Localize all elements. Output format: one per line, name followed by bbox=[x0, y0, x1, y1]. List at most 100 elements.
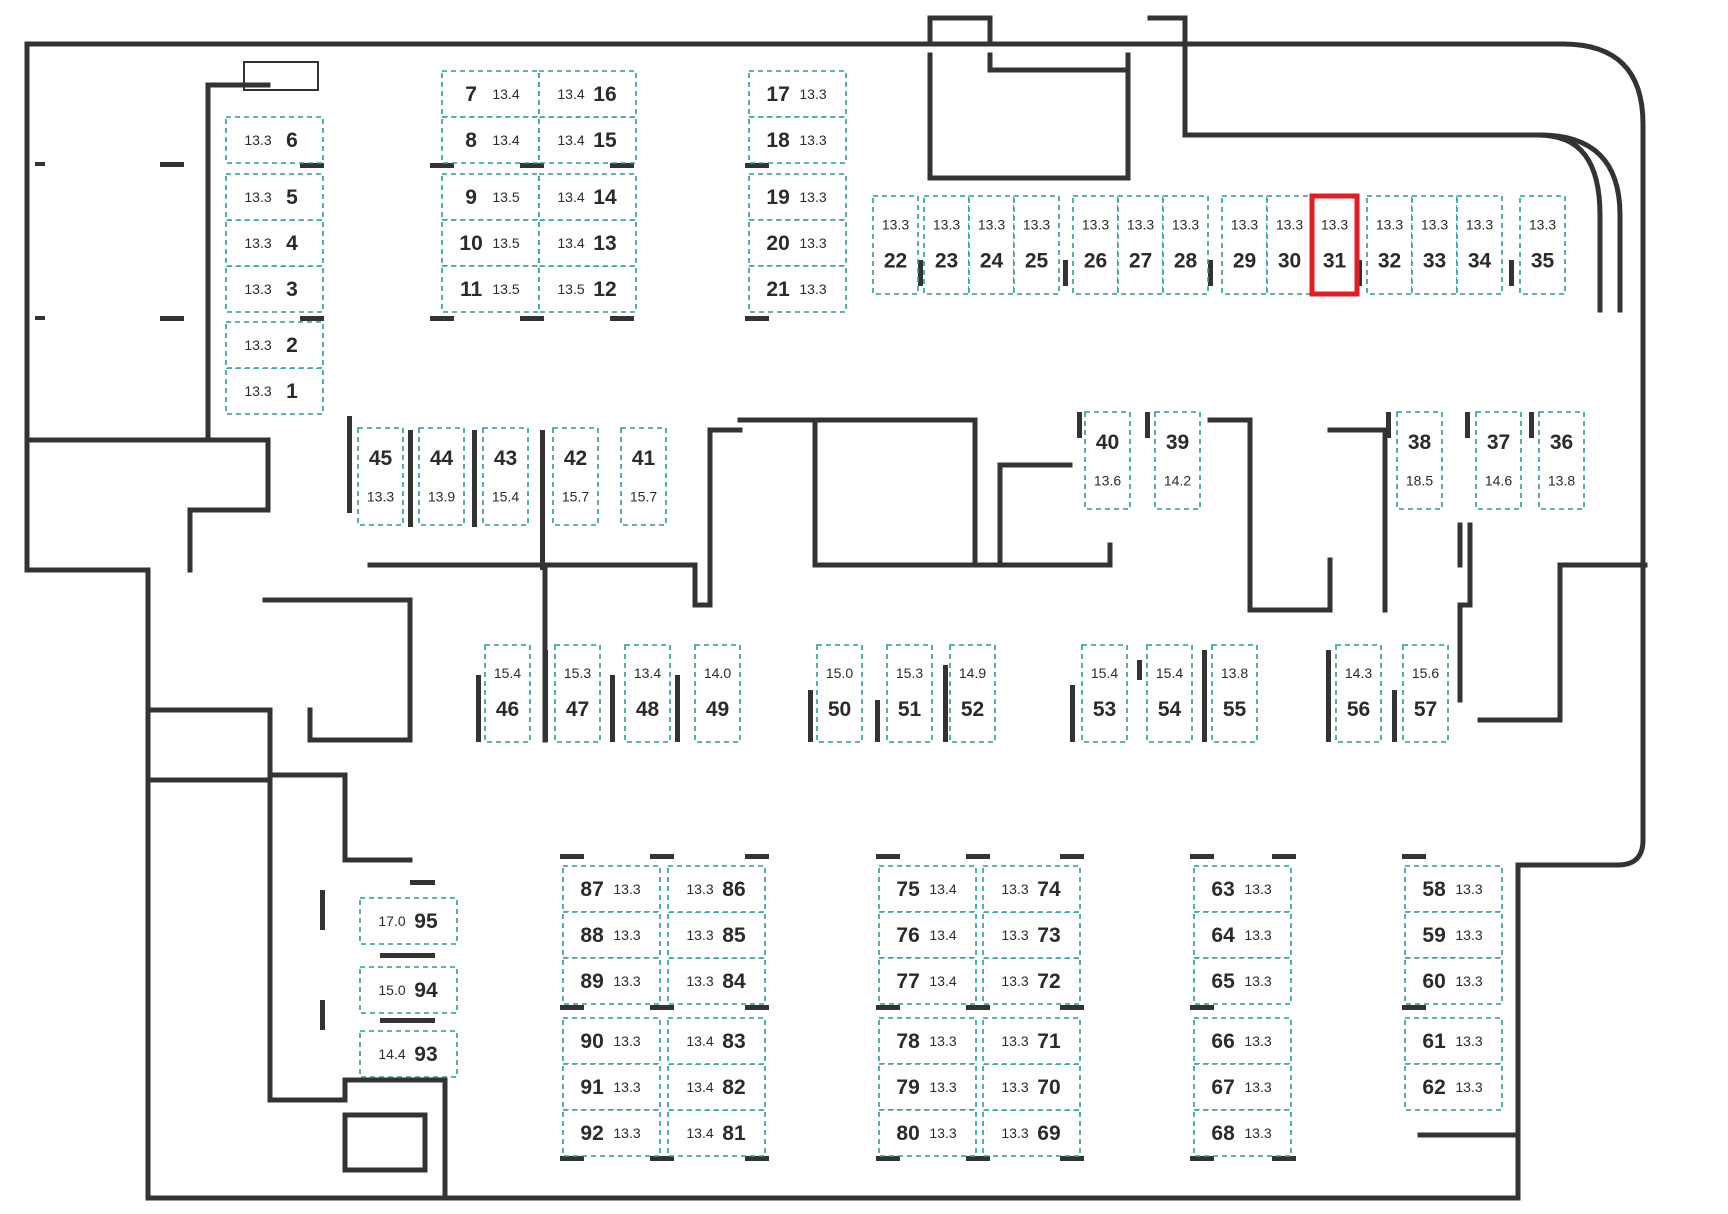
parking-slot-51[interactable]: 15.351 bbox=[886, 644, 933, 743]
parking-slot-19[interactable]: 13.319 bbox=[748, 173, 847, 221]
parking-slot-21[interactable]: 13.321 bbox=[748, 265, 847, 313]
slot-number: 61 bbox=[1422, 1030, 1446, 1053]
parking-slot-22[interactable]: 13.322 bbox=[872, 195, 919, 295]
parking-slot-41[interactable]: 15.741 bbox=[620, 427, 667, 526]
parking-slot-36[interactable]: 13.836 bbox=[1538, 411, 1585, 510]
parking-slot-77[interactable]: 13.477 bbox=[878, 957, 977, 1005]
parking-slot-62[interactable]: 13.362 bbox=[1404, 1063, 1503, 1111]
parking-slot-10[interactable]: 13.510 bbox=[441, 219, 540, 267]
parking-slot-75[interactable]: 13.475 bbox=[878, 865, 977, 913]
parking-slot-91[interactable]: 13.391 bbox=[562, 1063, 661, 1111]
parking-slot-80[interactable]: 13.380 bbox=[878, 1109, 977, 1157]
parking-slot-48[interactable]: 13.448 bbox=[624, 644, 671, 743]
parking-slot-61[interactable]: 13.361 bbox=[1404, 1017, 1503, 1065]
parking-slot-56[interactable]: 14.356 bbox=[1335, 644, 1382, 743]
parking-slot-78[interactable]: 13.378 bbox=[878, 1017, 977, 1065]
parking-slot-44[interactable]: 13.944 bbox=[418, 427, 465, 526]
parking-slot-63[interactable]: 13.363 bbox=[1193, 865, 1292, 913]
parking-slot-76[interactable]: 13.476 bbox=[878, 911, 977, 959]
parking-slot-57[interactable]: 15.657 bbox=[1402, 644, 1449, 743]
parking-slot-33[interactable]: 13.333 bbox=[1411, 195, 1458, 295]
parking-slot-53[interactable]: 15.453 bbox=[1081, 644, 1128, 743]
parking-slot-52[interactable]: 14.952 bbox=[949, 644, 996, 743]
parking-slot-24[interactable]: 13.324 bbox=[968, 195, 1015, 295]
parking-slot-45[interactable]: 13.345 bbox=[357, 427, 404, 526]
parking-slot-8[interactable]: 13.48 bbox=[441, 116, 540, 164]
parking-slot-66[interactable]: 13.366 bbox=[1193, 1017, 1292, 1065]
parking-slot-55[interactable]: 13.855 bbox=[1211, 644, 1258, 743]
parking-slot-34[interactable]: 13.334 bbox=[1456, 195, 1503, 295]
parking-slot-43[interactable]: 15.443 bbox=[482, 427, 529, 526]
parking-slot-37[interactable]: 14.637 bbox=[1475, 411, 1522, 510]
parking-slot-87[interactable]: 13.387 bbox=[562, 865, 661, 913]
parking-slot-42[interactable]: 15.742 bbox=[552, 427, 599, 526]
parking-slot-30[interactable]: 13.330 bbox=[1266, 195, 1313, 295]
slot-number: 94 bbox=[414, 979, 438, 1002]
parking-slot-31[interactable]: 13.331 bbox=[1309, 193, 1360, 297]
parking-slot-26[interactable]: 13.326 bbox=[1072, 195, 1119, 295]
parking-slot-50[interactable]: 15.050 bbox=[816, 644, 863, 743]
parking-slot-32[interactable]: 13.332 bbox=[1366, 195, 1413, 295]
slot-area: 13.3 bbox=[244, 235, 271, 251]
parking-slot-25[interactable]: 13.325 bbox=[1013, 195, 1060, 295]
parking-slot-92[interactable]: 13.392 bbox=[562, 1109, 661, 1157]
parking-slot-27[interactable]: 13.327 bbox=[1117, 195, 1164, 295]
parking-slot-68[interactable]: 13.368 bbox=[1193, 1109, 1292, 1157]
parking-slot-20[interactable]: 13.320 bbox=[748, 219, 847, 267]
parking-slot-29[interactable]: 13.329 bbox=[1221, 195, 1268, 295]
parking-slot-17[interactable]: 13.317 bbox=[748, 70, 847, 118]
slot-outline bbox=[667, 911, 766, 959]
parking-slot-28[interactable]: 13.328 bbox=[1162, 195, 1209, 295]
parking-slot-67[interactable]: 13.367 bbox=[1193, 1063, 1292, 1111]
parking-slot-60[interactable]: 13.360 bbox=[1404, 957, 1503, 1005]
parking-slot-65[interactable]: 13.365 bbox=[1193, 957, 1292, 1005]
parking-slot-38[interactable]: 18.538 bbox=[1396, 411, 1443, 510]
parking-slot-88[interactable]: 13.388 bbox=[562, 911, 661, 959]
parking-slot-39[interactable]: 14.239 bbox=[1154, 411, 1201, 510]
parking-slot-9[interactable]: 13.59 bbox=[441, 173, 540, 221]
parking-slot-54[interactable]: 15.454 bbox=[1146, 644, 1193, 743]
parking-slot-46[interactable]: 15.446 bbox=[484, 644, 531, 743]
parking-slot-79[interactable]: 13.379 bbox=[878, 1063, 977, 1111]
parking-slot-35[interactable]: 13.335 bbox=[1519, 195, 1566, 295]
slot-outline bbox=[552, 427, 599, 526]
parking-slot-7[interactable]: 13.47 bbox=[441, 70, 540, 118]
parking-slot-90[interactable]: 13.390 bbox=[562, 1017, 661, 1065]
parking-slot-11[interactable]: 13.511 bbox=[441, 265, 540, 313]
parking-slot-49[interactable]: 14.049 bbox=[694, 644, 741, 743]
parking-slot-58[interactable]: 13.358 bbox=[1404, 865, 1503, 913]
parking-slot-59[interactable]: 13.359 bbox=[1404, 911, 1503, 959]
parking-slot-89[interactable]: 13.389 bbox=[562, 957, 661, 1005]
parking-slot-40[interactable]: 13.640 bbox=[1084, 411, 1131, 510]
parking-slot-47[interactable]: 15.347 bbox=[554, 644, 601, 743]
parking-slot-18[interactable]: 13.318 bbox=[748, 116, 847, 164]
parking-slot-23[interactable]: 13.323 bbox=[923, 195, 970, 295]
parking-slot-64[interactable]: 13.364 bbox=[1193, 911, 1292, 959]
